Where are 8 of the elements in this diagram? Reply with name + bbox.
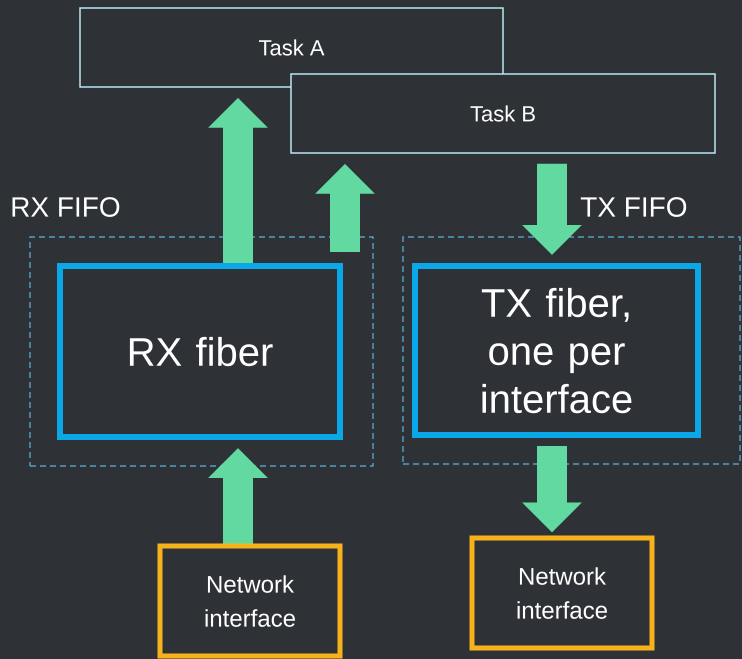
node-label: TX FIFO (580, 197, 686, 217)
fiber-box: TX fiber, one per interface (412, 263, 701, 438)
network-interface-box: Network interface (470, 536, 654, 650)
fiber-box: RX fiber (57, 263, 343, 440)
node-label: RX FIFO (12, 197, 120, 217)
task-box: Task A (79, 7, 504, 88)
task-box: Task B (290, 73, 716, 154)
network-interface-box: Network interface (158, 544, 342, 658)
